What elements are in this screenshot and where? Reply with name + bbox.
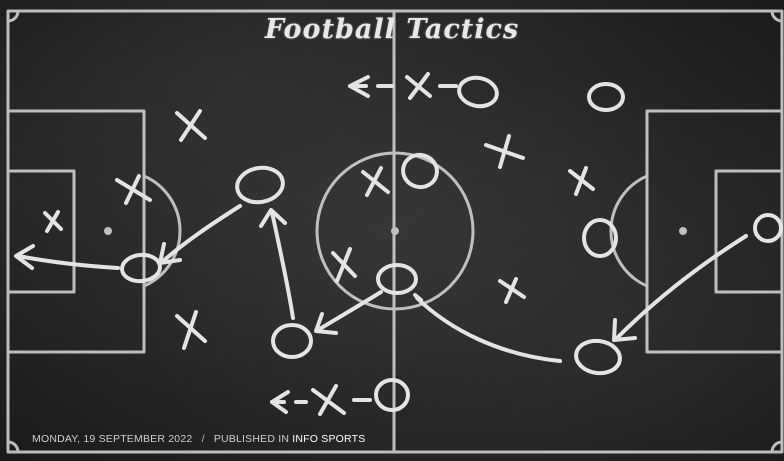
arrow: [415, 296, 562, 363]
x-marker: [568, 166, 595, 196]
o-markers: [120, 75, 783, 412]
o-marker: [271, 323, 313, 359]
o-marker: [582, 218, 618, 258]
o-marker: [120, 252, 162, 284]
bottom-movement-line: [270, 384, 372, 416]
published-label: PUBLISHED IN: [213, 433, 290, 445]
corner-arc-br: [770, 440, 784, 454]
arrow: [160, 204, 242, 264]
corner-arc-tr: [770, 9, 784, 23]
x-marker: [361, 166, 390, 197]
corner-arc-tl: [6, 9, 20, 23]
o-marker: [574, 338, 622, 376]
arrow: [16, 254, 120, 270]
arrow: [270, 210, 295, 320]
o-marker: [457, 75, 499, 109]
x-marker: [115, 174, 152, 205]
movement-arrows: [14, 204, 748, 363]
top-movement-line: [348, 72, 458, 100]
right-penalty-arc: [609, 174, 649, 288]
arrow: [316, 290, 383, 332]
center-spot: [391, 227, 399, 235]
right-penalty-spot: [679, 227, 687, 235]
x-marker: [484, 134, 525, 169]
o-marker: [235, 165, 285, 205]
center-circle: [315, 151, 475, 311]
right-goal-area: [714, 169, 784, 294]
x-marker: [175, 109, 207, 142]
x-marker: [498, 277, 526, 304]
left-penalty-spot: [104, 227, 112, 235]
o-marker: [753, 213, 783, 243]
meta-separator: /: [201, 433, 205, 445]
arrow: [615, 234, 748, 340]
x-markers: [43, 109, 595, 350]
post-meta: MONDAY, 19 SEPTEMBER 2022 / PUBLISHED IN…: [32, 433, 365, 445]
left-penalty-area: [6, 109, 146, 354]
category-link[interactable]: INFO SPORTS: [292, 433, 366, 445]
left-penalty-arc: [142, 174, 182, 288]
x-marker: [175, 310, 207, 350]
post-date: MONDAY, 19 SEPTEMBER 2022: [32, 433, 193, 445]
corner-arc-bl: [6, 440, 20, 454]
page-title: Football Tactics: [264, 14, 520, 45]
pitch-lines: [6, 9, 784, 454]
o-marker: [401, 152, 439, 190]
o-marker: [376, 263, 418, 295]
x-marker: [331, 247, 357, 283]
o-marker: [374, 378, 410, 412]
x-marker: [43, 210, 63, 233]
o-marker: [587, 82, 625, 112]
left-goal-area: [6, 169, 76, 294]
